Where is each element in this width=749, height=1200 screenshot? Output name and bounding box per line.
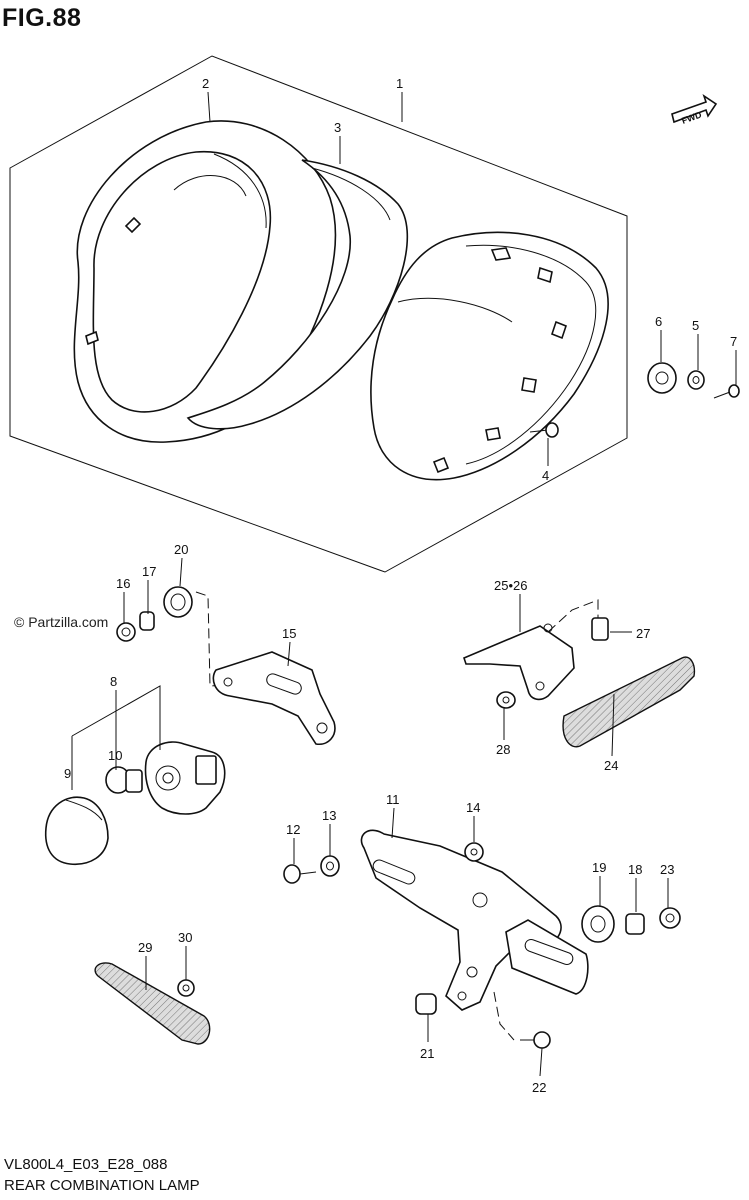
callout-8: 8 [110,674,117,689]
part-24-reflector[interactable] [562,656,696,748]
part-12-bolt[interactable] [283,864,317,884]
part-18-spacer[interactable] [625,913,645,935]
diagram-code: VL800L4_E03_E28_088 [4,1156,168,1173]
part-23-nut[interactable] [659,907,681,929]
part-15-bracket[interactable] [212,651,336,746]
callout-27: 27 [636,626,650,641]
callout-12: 12 [286,822,300,837]
callout-24: 24 [604,758,618,773]
forward-arrow-icon: FWD [671,94,718,126]
part-17-spacer[interactable] [139,611,155,631]
callout-14: 14 [466,800,480,815]
callout-21: 21 [420,1046,434,1061]
callout-18: 18 [628,862,642,877]
callout-20: 20 [174,542,188,557]
part-28-nut[interactable] [496,691,516,709]
part-4-screw[interactable] [529,422,559,438]
part-6-grommet[interactable] [647,362,677,394]
part-30-nut[interactable] [177,979,195,997]
callout-19: 19 [592,860,606,875]
callout-15: 15 [282,626,296,641]
callout-labels: 1 2 3 4 5 6 7 8 9 10 11 12 13 14 15 16 1… [64,76,737,1095]
callout-10: 10 [108,748,122,763]
callout-2: 2 [202,76,209,91]
part-11-license-bracket[interactable] [360,829,589,1011]
part-16-nut[interactable] [116,622,136,642]
part-20-grommet[interactable] [163,586,193,618]
callout-22: 22 [532,1080,546,1095]
callout-29: 29 [138,940,152,955]
callout-23: 23 [660,862,674,877]
callout-30: 30 [178,930,192,945]
callout-16: 16 [116,576,130,591]
figure-title: FIG.88 [2,4,82,32]
callout-17: 17 [142,564,156,579]
part-10-bulb[interactable] [105,766,143,794]
callout-7: 7 [730,334,737,349]
part-5-washer[interactable] [687,370,705,390]
part-9-turn-signal-lens[interactable] [44,796,109,865]
part-7-screw[interactable] [713,384,740,399]
callout-5: 5 [692,318,699,333]
part-29-reflector[interactable] [94,962,211,1045]
callout-11: 11 [386,792,400,807]
part-1-lamp-housing[interactable] [370,231,609,481]
callout-9: 9 [64,766,71,781]
part-14-nut[interactable] [464,842,484,862]
part-8-socket[interactable] [144,741,226,815]
callout-13: 13 [322,808,336,823]
leader-lines [115,91,737,1077]
callout-3: 3 [334,120,341,135]
part-22-bolt[interactable] [520,1031,551,1049]
part-19-grommet[interactable] [581,905,615,943]
callout-4: 4 [542,468,549,483]
part-3-gasket[interactable] [186,159,409,430]
part-13-washer[interactable] [320,855,340,877]
part-25-26-bracket[interactable] [463,623,575,701]
callout-28: 28 [496,742,510,757]
callout-1: 1 [396,76,403,91]
callout-25-26: 25•26 [494,578,527,593]
part-27-bolt[interactable] [591,617,609,641]
watermark: © Partzilla.com [14,614,109,630]
callout-6: 6 [655,314,662,329]
part-21-cap[interactable] [415,993,437,1015]
diagram-name: REAR COMBINATION LAMP [4,1177,200,1194]
assembly-box-outline [9,55,628,573]
